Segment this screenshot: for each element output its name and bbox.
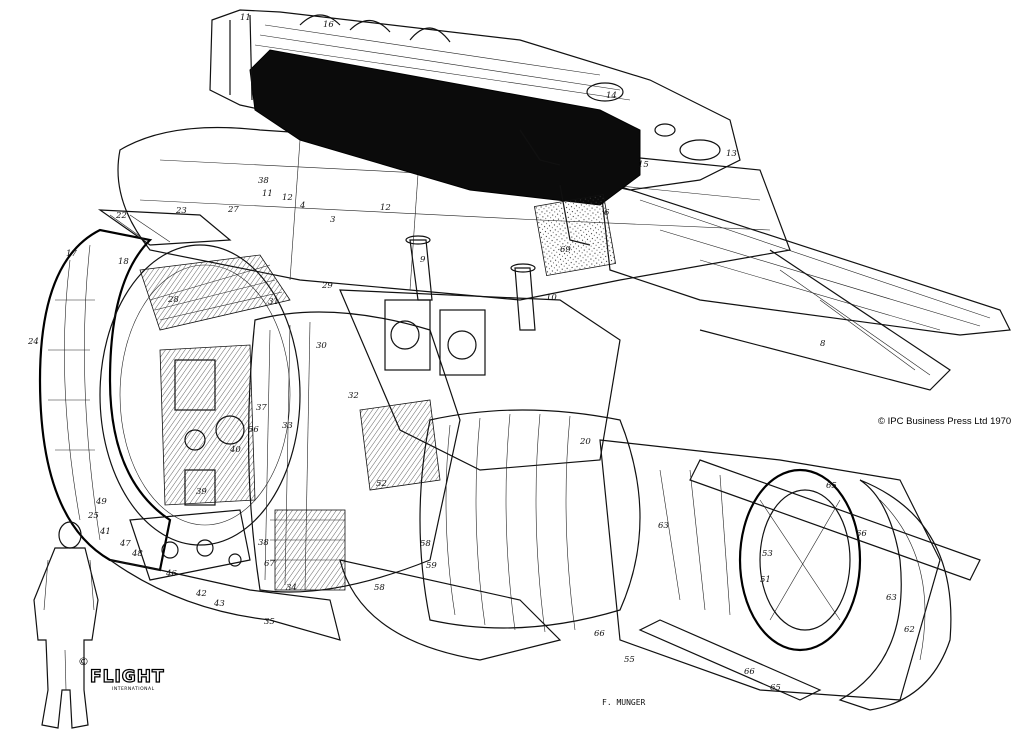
callout-labels: 11 16 14 13 15 11 12 4 3 12 38 9 10 8 22…	[27, 13, 915, 693]
callout-54: 63	[886, 593, 897, 603]
callout-55: 65	[770, 683, 781, 693]
callout-56: 66	[744, 667, 755, 677]
callout-33: 39	[196, 487, 207, 497]
callout-50: 51	[760, 575, 771, 585]
callout-45: 58	[374, 583, 385, 593]
callout-1: 11	[240, 13, 251, 23]
callout-40: 46	[165, 569, 177, 579]
callout-60: 6	[604, 208, 610, 218]
callout-10: 12	[380, 203, 391, 213]
callout-11: 38	[258, 176, 269, 186]
callout-19: 24	[27, 337, 39, 347]
callout-53: 62	[904, 625, 915, 635]
jet-pipe-and-reverser	[599, 439, 981, 711]
callout-15: 22	[115, 211, 127, 221]
callout-25: 32	[348, 391, 359, 401]
callout-39: 48	[131, 549, 143, 559]
callout-21: 28	[167, 295, 179, 305]
callout-47: 20	[579, 437, 591, 447]
callout-58: 66	[594, 629, 605, 639]
callout-16: 18	[118, 257, 129, 267]
callout-18: 23	[175, 206, 187, 216]
callout-41: 42	[195, 589, 207, 599]
callout-8: 4	[299, 201, 305, 211]
copyright-credit: © IPC Business Press Ltd 1970	[878, 416, 1011, 427]
callout-31: 34	[286, 583, 297, 593]
logo-wordmark: FLIGHT	[90, 667, 165, 687]
human-scale-figure	[33, 521, 99, 729]
callout-7: 12	[282, 193, 293, 203]
callout-23: 30	[316, 341, 327, 351]
bypass-duct	[339, 409, 641, 661]
callout-32: 35	[264, 617, 275, 627]
callout-36: 25	[87, 511, 99, 521]
accessory-gearbox	[129, 344, 256, 581]
wing-section	[599, 179, 1011, 391]
callout-29: 38	[258, 538, 269, 548]
callout-26: 33	[282, 421, 293, 431]
lower-cowl	[109, 559, 341, 641]
thrust-reverser-gearbox-assembly	[209, 9, 741, 277]
callout-9: 3	[330, 215, 335, 225]
callout-44: 58	[420, 539, 431, 549]
callout-17: 17	[66, 249, 77, 259]
combustion-section	[339, 235, 621, 491]
artist-signature: F. MUNGER	[602, 698, 646, 707]
callout-12: 9	[420, 255, 426, 265]
logo-subline: INTERNATIONAL	[112, 686, 155, 692]
callout-43: 52	[376, 479, 387, 489]
callout-6: 11	[262, 189, 273, 199]
callout-4: 13	[726, 149, 737, 159]
callout-48: 63	[658, 521, 669, 531]
callout-35: 49	[95, 497, 107, 507]
callout-24: 31	[268, 297, 279, 307]
callout-27: 37	[256, 403, 267, 413]
compressor-casing	[247, 311, 461, 593]
callout-2: 16	[323, 20, 334, 30]
callout-3: 14	[606, 91, 617, 101]
callout-51: 65	[826, 481, 837, 491]
callout-49: 53	[762, 549, 773, 559]
fan-stage	[99, 244, 301, 546]
callout-30: 67	[264, 559, 275, 569]
callout-14: 8	[820, 339, 826, 349]
callout-22: 29	[321, 281, 333, 291]
callout-59: 69	[560, 245, 571, 255]
flight-logo: © FLIGHT INTERNATIONAL	[78, 655, 165, 692]
callout-57: 55	[624, 655, 635, 665]
logo-copyright-mark: ©	[78, 655, 89, 668]
callout-37: 41	[99, 527, 111, 537]
callout-5: 15	[638, 160, 649, 170]
callout-38: 47	[119, 539, 131, 549]
callout-34: 40	[229, 445, 241, 455]
callout-42: 43	[213, 599, 225, 609]
callout-28: 56	[248, 425, 259, 435]
callout-46: 59	[426, 561, 437, 571]
callout-13: 10	[546, 293, 557, 303]
callout-52: 66	[856, 529, 867, 539]
callout-20: 27	[227, 205, 239, 215]
